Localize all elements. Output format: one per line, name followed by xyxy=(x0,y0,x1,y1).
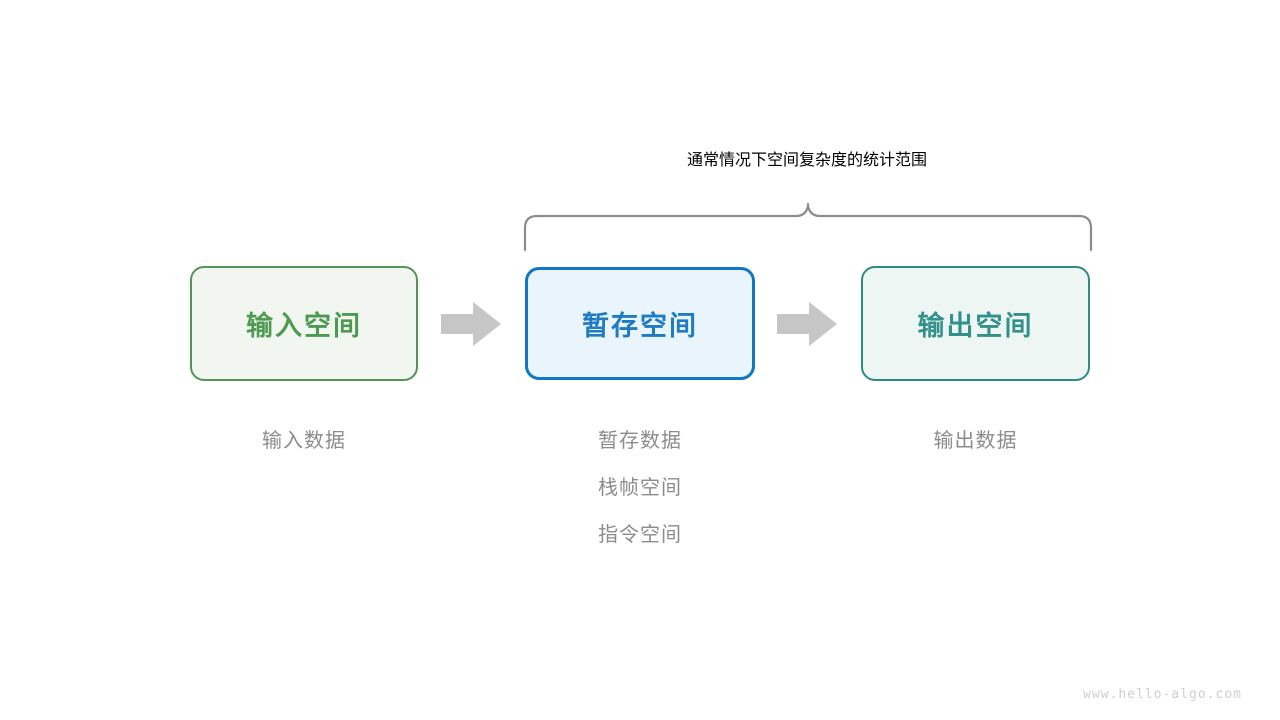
right-arrow-icon xyxy=(777,302,837,346)
scope-caption-suffix: 的统计范围 xyxy=(847,152,928,169)
sublabels-output: 输出数据 xyxy=(861,418,1090,465)
arrow-input-to-buffer-icon xyxy=(441,302,501,346)
arrow-buffer-to-output-icon xyxy=(777,302,837,346)
box-input-space-label: 输入空间 xyxy=(246,311,362,341)
box-output-space[interactable]: 输出空间 xyxy=(861,266,1090,381)
box-input-space[interactable]: 输入空间 xyxy=(190,266,418,381)
sublabel-output-0: 输出数据 xyxy=(933,430,1018,452)
sublabel-buffer-2: 指令空间 xyxy=(598,524,682,546)
scope-caption-prefix: 通常情况下 xyxy=(686,152,767,169)
sublabels-input: 输入数据 xyxy=(190,418,418,465)
box-output-space-label: 输出空间 xyxy=(917,311,1034,341)
sublabels-buffer: 暂存数据 栈帧空间 指令空间 xyxy=(525,418,755,559)
scope-brace xyxy=(515,198,1101,258)
box-buffer-space[interactable]: 暂存空间 xyxy=(525,267,755,380)
sublabel-buffer-1: 栈帧空间 xyxy=(598,477,682,499)
right-arrow-icon xyxy=(441,302,501,346)
scope-caption-emphasis: 空间复杂度 xyxy=(766,152,847,169)
scope-caption: 通常情况下空间复杂度的统计范围 xyxy=(607,146,1007,170)
brace-icon xyxy=(523,202,1093,252)
watermark: www.hello-algo.com xyxy=(1083,687,1242,702)
box-buffer-space-label: 暂存空间 xyxy=(582,311,698,341)
sublabel-input-0: 输入数据 xyxy=(262,430,346,452)
sublabel-buffer-0: 暂存数据 xyxy=(598,430,682,452)
